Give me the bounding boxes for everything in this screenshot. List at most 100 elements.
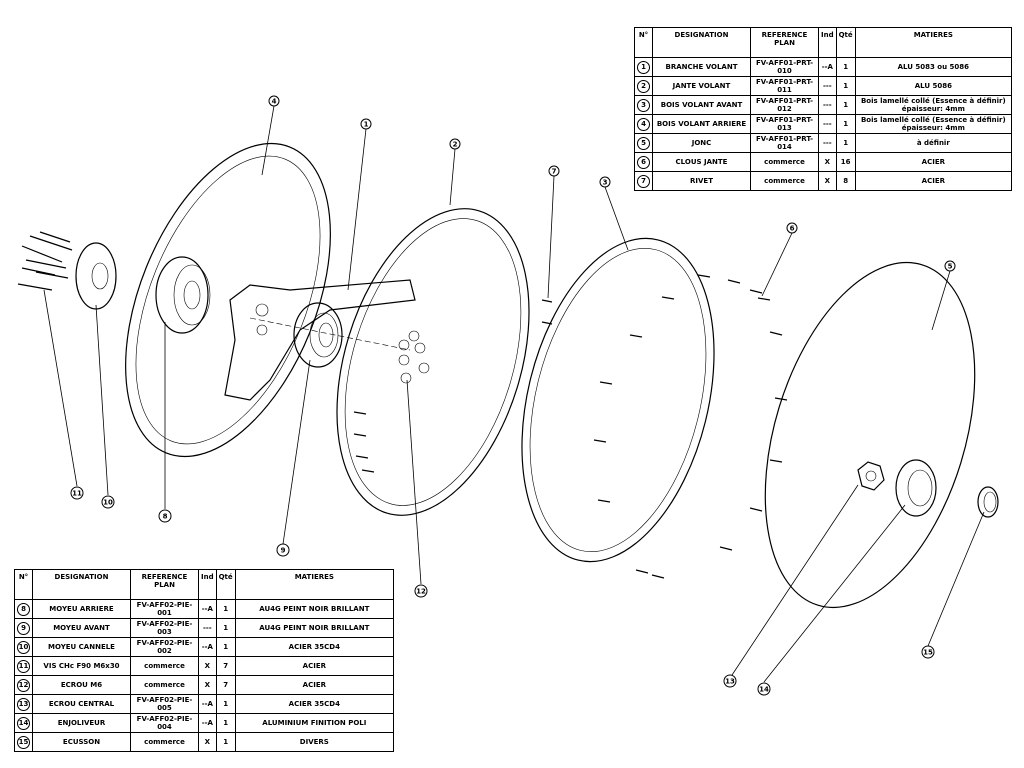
- balloon-6: 6: [786, 222, 798, 234]
- col-header-reference: REFERENCE PLAN: [750, 27, 819, 58]
- assembly-axis: [249, 317, 411, 351]
- cell-ind: X: [198, 675, 217, 695]
- cell-ind: ---: [198, 618, 217, 638]
- col-header-qte: Qté: [835, 27, 856, 58]
- cell-matiere: ALUMINIUM FINITION POLI: [234, 713, 395, 733]
- cell-matiere: AU4G PEINT NOIR BRILLANT: [234, 599, 395, 619]
- svg-text:11: 11: [72, 490, 82, 498]
- item-number: 12: [17, 678, 30, 692]
- cell-designation: MOYEU CANNELE: [32, 637, 131, 657]
- cell-matiere: AU4G PEINT NOIR BRILLANT: [234, 618, 395, 638]
- cell-designation: JANTE VOLANT: [652, 76, 751, 96]
- cell-matiere: ALU 5083 ou 5086: [854, 57, 1013, 77]
- cell-reference: FV-AFF02-PIE-003: [130, 618, 199, 638]
- balloon-8: 8: [158, 509, 172, 523]
- bill-of-materials-top: N° DESIGNATION REFERENCE PLAN Ind Qté MA…: [634, 27, 1013, 191]
- cell-designation: MOYEU ARRIERE: [32, 599, 131, 619]
- cell-designation: ECROU M6: [32, 675, 131, 695]
- svg-text:6: 6: [790, 225, 795, 233]
- col-header-designation: DESIGNATION: [652, 27, 751, 58]
- svg-text:14: 14: [759, 686, 769, 694]
- cell-reference: FV-AFF02-PIE-001: [130, 599, 199, 619]
- cell-qte: 1: [835, 95, 856, 115]
- balloon-9: 9: [276, 543, 290, 557]
- cell-reference: commerce: [130, 675, 199, 695]
- balloon-12: 12: [414, 584, 428, 598]
- balloon-7: 7: [548, 165, 560, 177]
- cell-qte: 1: [215, 637, 236, 657]
- cell-designation: BOIS VOLANT AVANT: [652, 95, 751, 115]
- cell-matiere: ACIER 35CD4: [234, 637, 395, 657]
- cell-matiere: Bois lamellé collé (Essence à définir) é…: [854, 95, 1013, 115]
- svg-text:8: 8: [163, 513, 168, 521]
- svg-text:1: 1: [364, 121, 369, 129]
- balloon-10: 10: [101, 495, 115, 509]
- part-1-steering-branch: [224, 279, 416, 401]
- col-header-ind: Ind: [818, 27, 837, 58]
- cell-ind: ---: [818, 95, 837, 115]
- item-number: 10: [17, 640, 30, 654]
- item-number: 2: [637, 79, 650, 93]
- cell-matiere: ACIER: [854, 152, 1013, 172]
- cell-qte: 7: [215, 656, 236, 676]
- table-header-row: N° DESIGNATION REFERENCE PLAN Ind Qté MA…: [14, 569, 395, 600]
- cell-reference: commerce: [750, 171, 819, 191]
- col-header-designation: DESIGNATION: [32, 569, 131, 600]
- cell-reference: commerce: [130, 656, 199, 676]
- svg-text:5: 5: [948, 263, 953, 271]
- cell-designation: ECUSSON: [32, 732, 131, 752]
- item-number: 1: [637, 60, 650, 74]
- col-header-matieres: MATIERES: [234, 569, 395, 600]
- cell-designation: BRANCHE VOLANT: [652, 57, 751, 77]
- part-12-nuts: [398, 330, 430, 384]
- cell-ind: X: [818, 171, 837, 191]
- part-8-rear-hub: [155, 256, 211, 334]
- part-2-rim: [336, 208, 530, 516]
- cell-reference: FV-AFF02-PIE-004: [130, 713, 199, 733]
- col-header-number: N°: [634, 27, 653, 58]
- svg-text:12: 12: [416, 588, 426, 596]
- cell-reference: commerce: [750, 152, 819, 172]
- bill-of-materials-bottom: N° DESIGNATION REFERENCE PLAN Ind Qté MA…: [14, 569, 395, 752]
- cell-designation: ECROU CENTRAL: [32, 694, 131, 714]
- balloon-15: 15: [921, 645, 935, 659]
- cell-ind: ---: [818, 114, 837, 134]
- cell-reference: FV-AFF02-PIE-005: [130, 694, 199, 714]
- svg-text:3: 3: [603, 179, 608, 187]
- col-header-matieres: MATIERES: [854, 27, 1013, 58]
- cell-ind: X: [198, 732, 217, 752]
- cell-matiere: DIVERS: [234, 732, 395, 752]
- item-number: 5: [637, 136, 650, 150]
- part-15-badge: [977, 486, 999, 518]
- item-number: 7: [637, 174, 650, 188]
- cell-designation: RIVET: [652, 171, 751, 191]
- cell-matiere: ALU 5086: [854, 76, 1013, 96]
- cell-ind: ---: [818, 76, 837, 96]
- cell-matiere: ACIER 35CD4: [234, 694, 395, 714]
- item-number: 14: [17, 716, 30, 730]
- svg-text:13: 13: [725, 678, 735, 686]
- cell-qte: 1: [215, 599, 236, 619]
- col-header-qte: Qté: [215, 569, 236, 600]
- part-7-rivets: [353, 299, 553, 473]
- cell-matiere: ACIER: [234, 656, 395, 676]
- svg-text:10: 10: [103, 499, 113, 507]
- cell-ind: --A: [198, 694, 217, 714]
- item-number: 6: [637, 155, 650, 169]
- item-number: 3: [637, 98, 650, 112]
- col-header-ind: Ind: [198, 569, 217, 600]
- balloon-1: 1: [360, 118, 372, 130]
- item-number: 13: [17, 697, 30, 711]
- svg-text:2: 2: [453, 141, 458, 149]
- leader-lines: [43, 105, 985, 683]
- cell-ind: X: [818, 152, 837, 172]
- cell-qte: 1: [835, 57, 856, 77]
- cell-reference: commerce: [130, 732, 199, 752]
